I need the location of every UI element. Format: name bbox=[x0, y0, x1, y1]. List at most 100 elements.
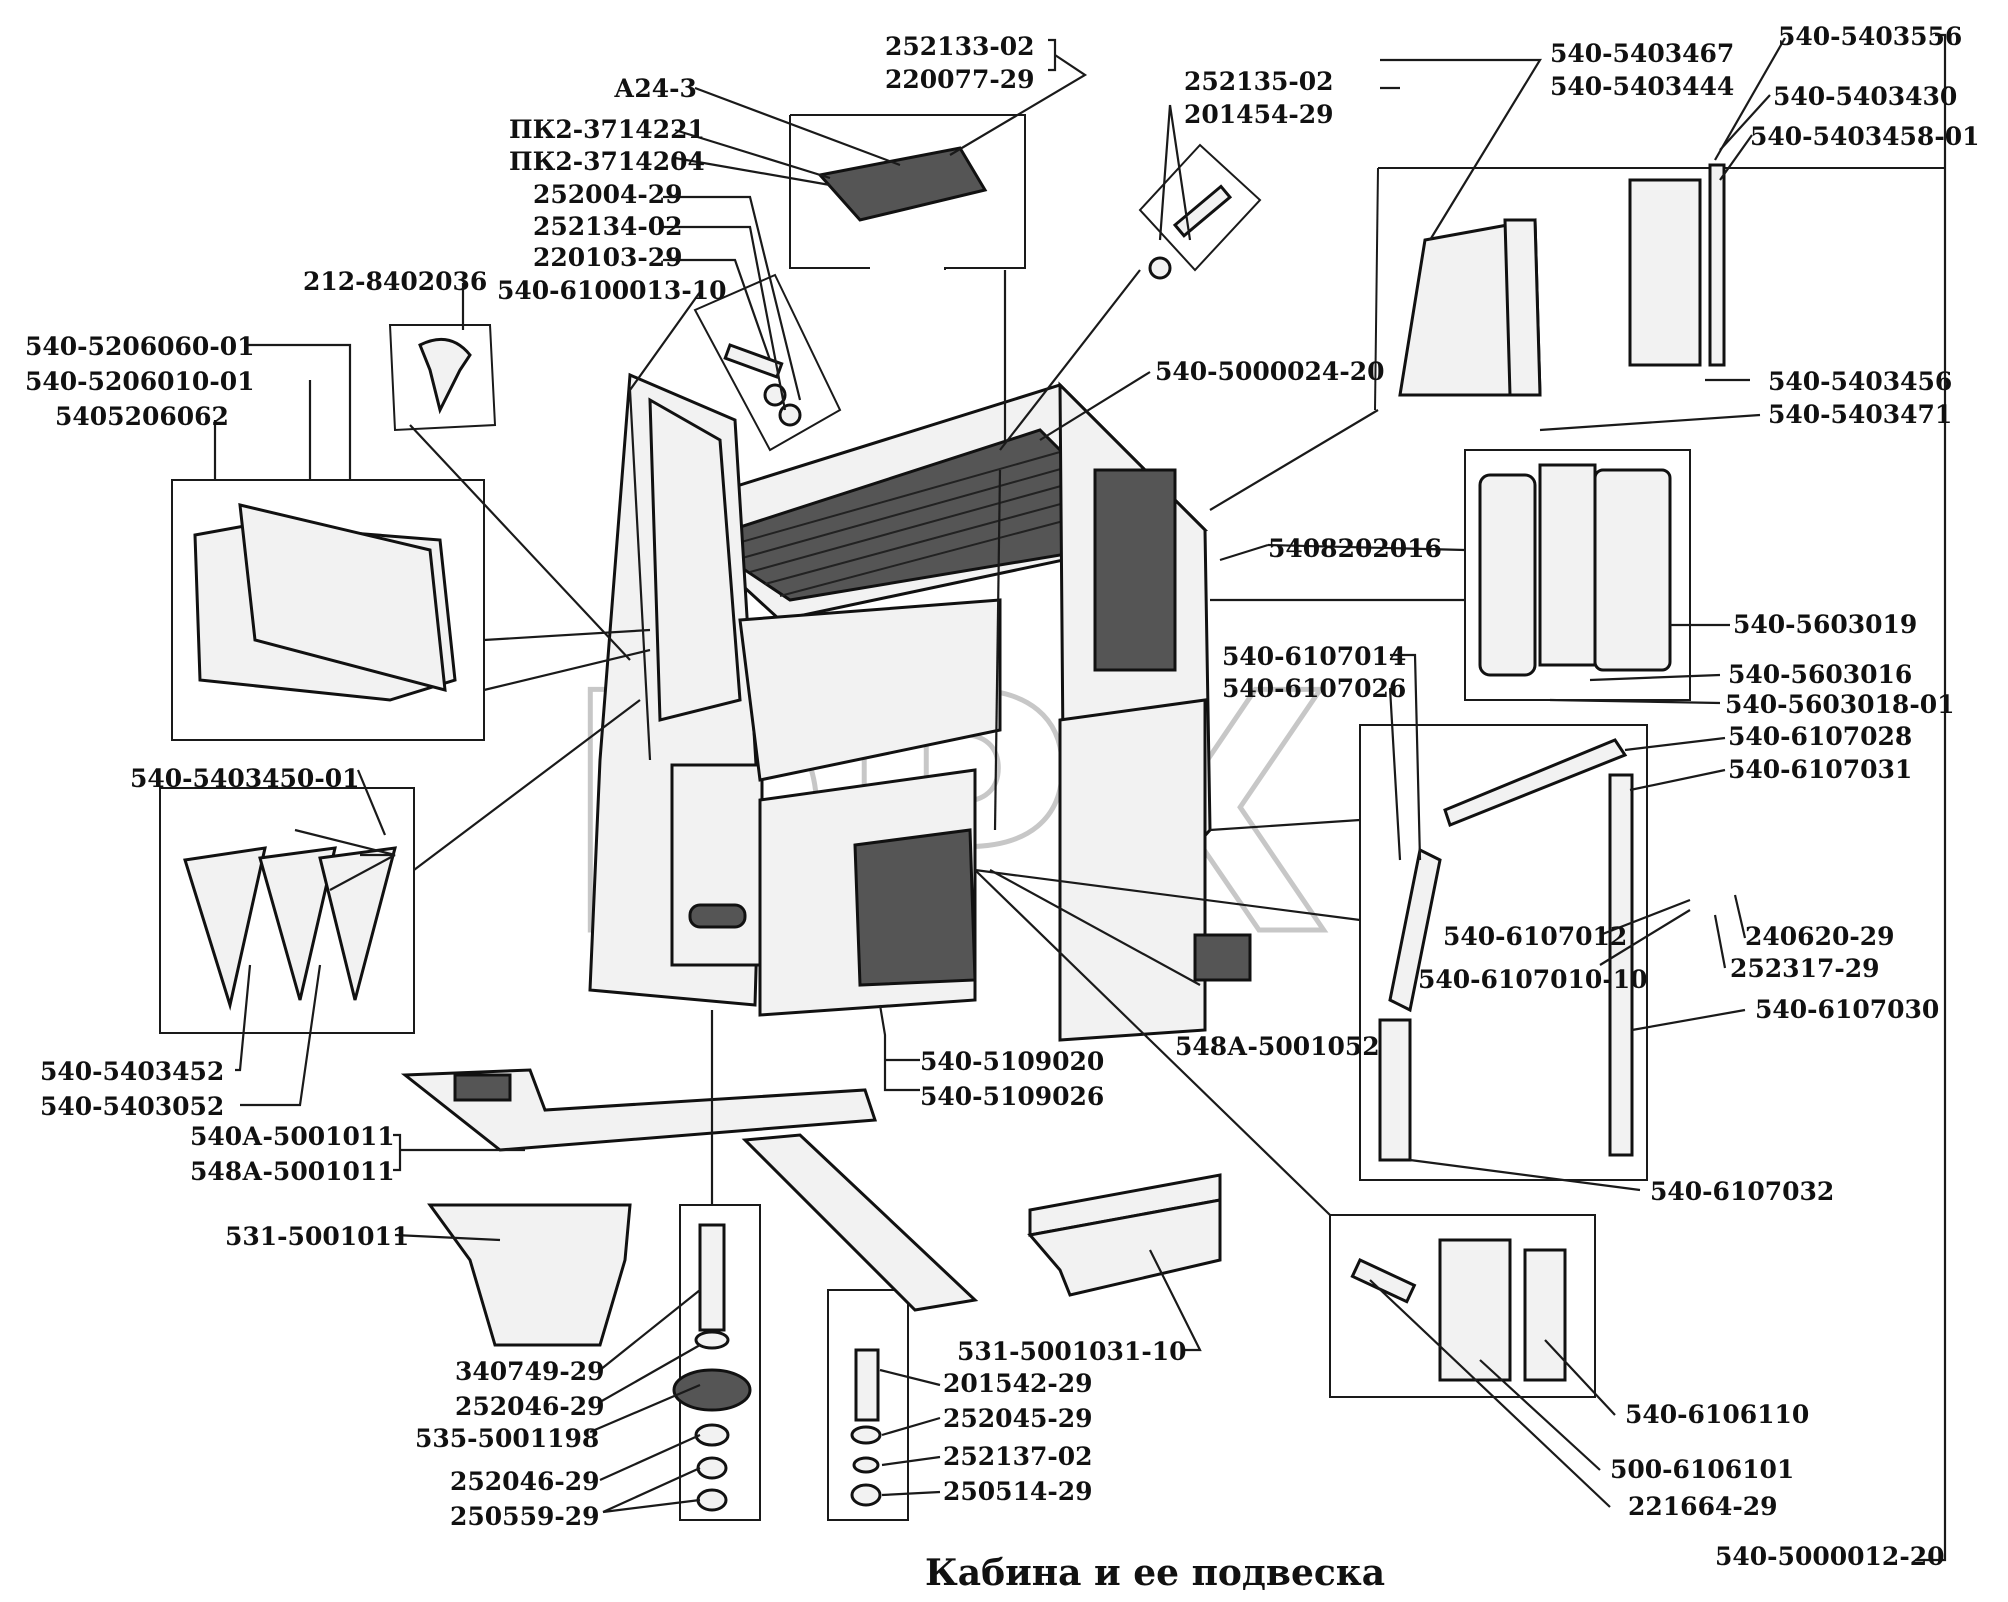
leader-240620 bbox=[1733, 894, 1747, 939]
label-540-5403556: 540-5403556 bbox=[1778, 22, 1962, 51]
label-220103-29: 220103-29 bbox=[533, 243, 683, 272]
leader-rail bbox=[999, 269, 1141, 451]
small-parts bbox=[418, 146, 1233, 427]
mount-support bbox=[427, 1203, 632, 1347]
label-540-6107010-10: 540-6107010-10 bbox=[1418, 965, 1648, 994]
leader-540-5403430 bbox=[1719, 94, 1771, 151]
leader-pk2 bbox=[674, 128, 831, 187]
rear-glass bbox=[1538, 463, 1597, 667]
label-540-5109026: 540-5109026 bbox=[920, 1082, 1104, 1111]
label-540-5403430: 540-5403430 bbox=[1773, 82, 1957, 111]
leader-531-5001011 bbox=[394, 1233, 501, 1242]
door-glass bbox=[1503, 218, 1542, 397]
label-252004-29: 252004-29 bbox=[533, 180, 683, 209]
label-540-6107014: 540-6107014 bbox=[1222, 642, 1406, 671]
label-a24-3: А24-3 bbox=[614, 74, 697, 103]
detail-boxes bbox=[159, 114, 1945, 1521]
label-548a-5001052: 548А-5001052 bbox=[1175, 1032, 1380, 1061]
lock-detail-box bbox=[1329, 1214, 1596, 1398]
leader-540-5403458 bbox=[1719, 134, 1753, 181]
leader-531-5001031 bbox=[1149, 1249, 1202, 1352]
seat-block bbox=[853, 828, 977, 987]
label-5408202016: 5408202016 bbox=[1268, 534, 1442, 563]
leader-201542 bbox=[879, 1368, 941, 1387]
leader-540-5109020 bbox=[878, 1004, 920, 1092]
label-252135-02: 252135-02 bbox=[1184, 67, 1334, 96]
hinge-washer bbox=[763, 383, 787, 407]
lock-striker bbox=[1523, 1248, 1567, 1382]
label-540-5206010-01: 540-5206010-01 bbox=[25, 367, 255, 396]
leader-windshield bbox=[213, 343, 352, 480]
door-handle bbox=[688, 903, 747, 929]
label-540-5403450-01: 540-5403450-01 bbox=[130, 764, 360, 793]
leader-540-5403450 bbox=[356, 769, 387, 836]
mount-bolt-detail-box bbox=[679, 1204, 761, 1521]
leader-540-5403471 bbox=[1539, 413, 1761, 432]
mount-washer-1 bbox=[694, 1330, 730, 1350]
door-window-frame bbox=[648, 397, 742, 722]
door-hinge-detail-box bbox=[693, 273, 842, 452]
rear-mount-beam bbox=[741, 1133, 979, 1312]
leader-540-6106110 bbox=[1544, 1339, 1616, 1416]
label-540-5000024-20: 540-5000024-20 bbox=[1155, 357, 1385, 386]
label-250514-29: 250514-29 bbox=[943, 1477, 1093, 1506]
windshield-glass bbox=[238, 503, 447, 693]
leader-252137 bbox=[881, 1455, 941, 1467]
roof-hatch bbox=[719, 451, 1121, 597]
leader-vent-glass-ab bbox=[294, 828, 396, 891]
label-pk2-3714221: ПК2-3714221 bbox=[509, 115, 705, 144]
rail-bolt bbox=[1172, 184, 1233, 238]
rubber-cushion bbox=[672, 1368, 752, 1412]
label-540-6107032: 540-6107032 bbox=[1650, 1177, 1834, 1206]
rear-glass-seal bbox=[1478, 473, 1537, 677]
leader-540-6107012 bbox=[1599, 898, 1691, 966]
leader-vent-glass-to-cab bbox=[413, 699, 641, 871]
suspension-parts bbox=[400, 1068, 1567, 1512]
diagram-title: Кабина и ее подвеска bbox=[925, 1552, 1385, 1594]
label-212-8402036: 212-8402036 bbox=[303, 267, 487, 296]
rail-washer bbox=[1148, 256, 1172, 280]
label-540-6106110: 540-6106110 bbox=[1625, 1400, 1809, 1429]
leader-221664 bbox=[1369, 1279, 1611, 1508]
rear-window bbox=[1093, 468, 1177, 672]
label-252045-29: 252045-29 bbox=[943, 1404, 1093, 1433]
leader-runner-bracket bbox=[974, 868, 1361, 922]
leader-540-6107030 bbox=[1631, 1008, 1746, 1032]
label-548a-5001011: 548А-5001011 bbox=[190, 1157, 395, 1186]
label-540-6107030: 540-6107030 bbox=[1755, 995, 1939, 1024]
label-252133-02: 252133-02 bbox=[885, 32, 1035, 61]
label-540-6100013-10: 540-6100013-10 bbox=[497, 276, 727, 305]
leader-lamp-bolt bbox=[949, 38, 1088, 156]
bracket-slot bbox=[453, 1073, 512, 1102]
label-540-6107031: 540-6107031 bbox=[1728, 755, 1912, 784]
leader-540-6107032 bbox=[1409, 1158, 1641, 1192]
mount-washer-2 bbox=[694, 1423, 730, 1447]
cab-side-lower bbox=[1058, 698, 1207, 1042]
hinge-screw bbox=[723, 343, 784, 379]
label-531-5001011: 531-5001011 bbox=[225, 1222, 409, 1251]
grab-rail bbox=[993, 469, 1002, 831]
label-540-6107026: 540-6107026 bbox=[1222, 674, 1406, 703]
leader-540-6107028 bbox=[1624, 736, 1726, 752]
label-221664-29: 221664-29 bbox=[1628, 1492, 1778, 1521]
label-540-5603016: 540-5603016 bbox=[1728, 660, 1912, 689]
leader-540-5403556 bbox=[1714, 37, 1786, 161]
mount-nut-2 bbox=[696, 1488, 728, 1512]
screw-detail-box bbox=[388, 324, 497, 432]
cab-lamp bbox=[817, 146, 988, 222]
mount-bolt bbox=[698, 1223, 726, 1332]
mount-nut-1 bbox=[696, 1456, 728, 1480]
leader-252045 bbox=[881, 1416, 941, 1437]
label-540-5403471: 540-5403471 bbox=[1768, 400, 1952, 429]
glass-parts bbox=[183, 163, 1726, 1162]
label-540-5000012-20: 540-5000012-20 bbox=[1715, 1542, 1945, 1571]
label-252137-02: 252137-02 bbox=[943, 1442, 1093, 1471]
lock-screw bbox=[1350, 1258, 1417, 1304]
vent-glass-seal bbox=[183, 846, 267, 1011]
bracket-nut bbox=[850, 1483, 882, 1507]
leader-220103 bbox=[663, 258, 772, 361]
label-540-5403052: 540-5403052 bbox=[40, 1092, 224, 1121]
glass-box-left bbox=[1374, 167, 1379, 411]
door-panel bbox=[670, 763, 764, 967]
